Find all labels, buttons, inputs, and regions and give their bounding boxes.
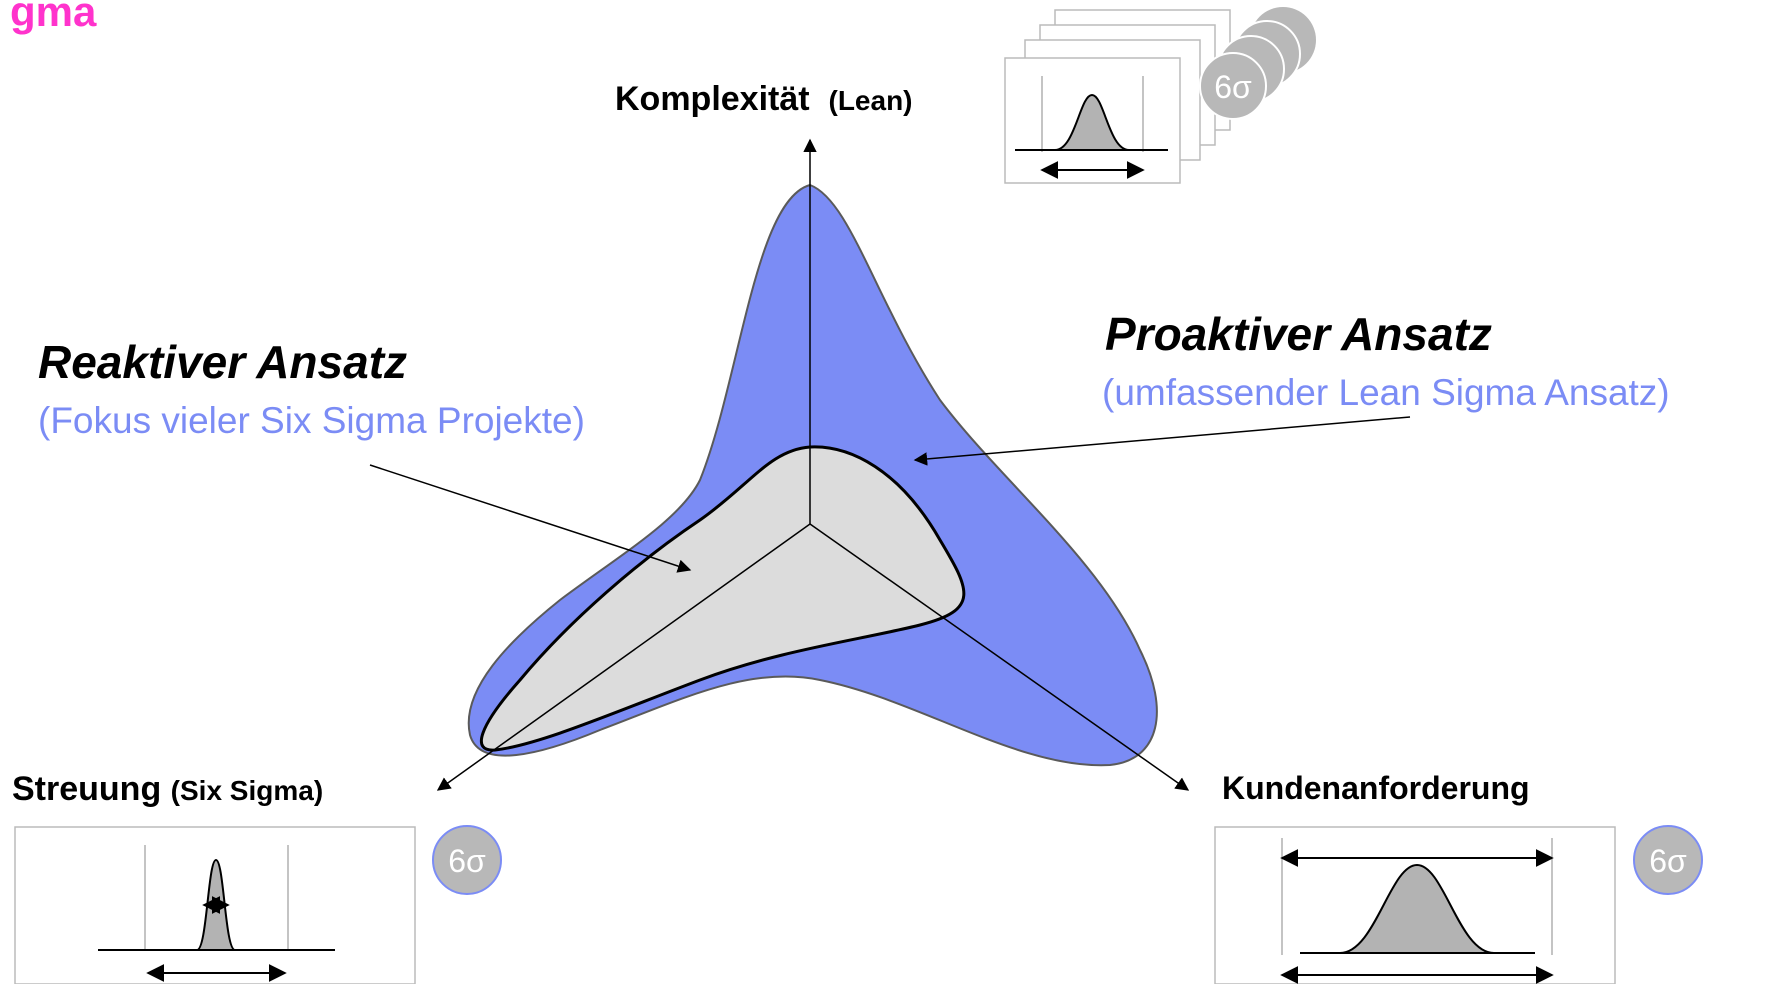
sigma-badge-left	[432, 825, 502, 895]
axis-top-label-text: Komplexität	[615, 80, 810, 118]
proactive-subtitle: (umfassender Lean Sigma Ansatz)	[1102, 372, 1670, 413]
axis-right-label: Kundenanforderung	[1222, 770, 1530, 807]
axis-left	[436, 523, 811, 791]
proactive-pointer	[913, 416, 1411, 466]
axis-right	[809, 523, 1190, 791]
reactive-pointer	[369, 464, 692, 573]
sigma-badge-top-text: 6σ	[1214, 69, 1252, 105]
page-title-fragment: gma	[10, 0, 97, 35]
axis-left-label: Streuung (Six Sigma)	[12, 770, 323, 809]
reactive-subtitle: (Fokus vieler Six Sigma Projekte)	[38, 400, 585, 441]
complexity-card-stack	[1004, 9, 1231, 184]
sigma-badge-top	[1199, 52, 1267, 120]
axis-top-label: Komplexität (Lean)	[615, 80, 913, 119]
axis-right-label-text: Kundenanforderung	[1222, 770, 1530, 806]
reactive-heading: Reaktiver Ansatz	[38, 336, 408, 388]
sigma-badge-right	[1633, 825, 1703, 895]
variation-card	[14, 826, 416, 984]
axis-top-sub: (Lean)	[828, 85, 913, 116]
reactive-area	[479, 445, 966, 752]
axis-left-label-text: Streuung	[12, 770, 162, 808]
sigma-badge-right-text: 6σ	[1649, 843, 1687, 879]
axis-left-sub: (Six Sigma)	[170, 775, 324, 806]
sigma-badge-left-text: 6σ	[448, 843, 486, 879]
proactive-heading: Proaktiver Ansatz	[1105, 308, 1492, 360]
customer-requirement-card	[1214, 826, 1616, 984]
